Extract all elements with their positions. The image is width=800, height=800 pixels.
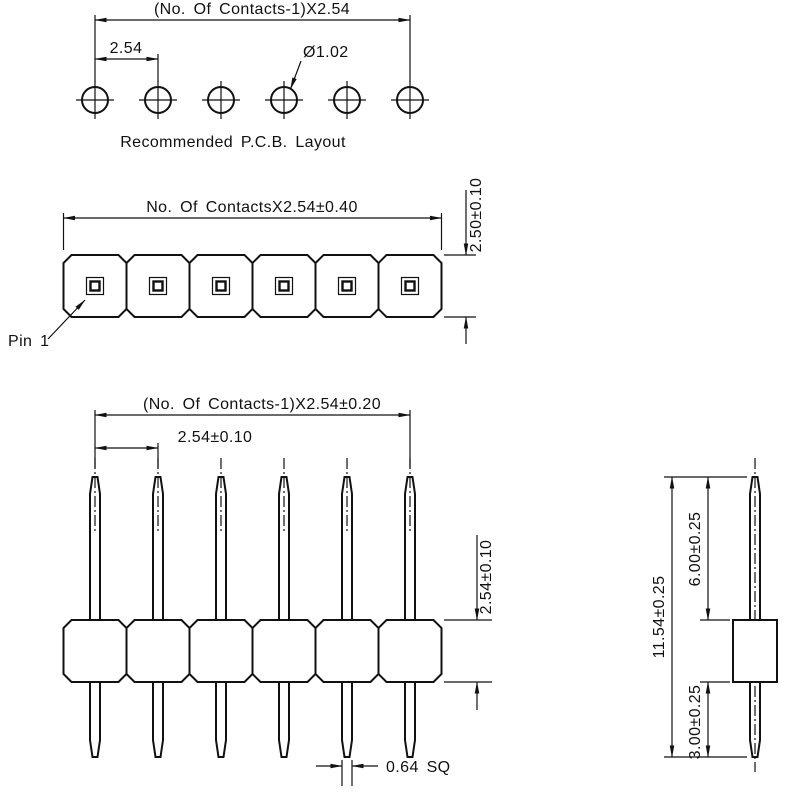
pcb-hole: [202, 81, 240, 119]
pin-shoulder-square: [148, 276, 168, 296]
housing-segment-top: [314, 254, 380, 318]
segment-outline: [251, 254, 317, 318]
pin: [278, 458, 290, 758]
pin-lower: [215, 681, 227, 758]
pcb-hole: [391, 81, 429, 119]
segment-outline: [188, 254, 254, 318]
dimension-text: No. Of ContactsX2.54±0.40: [146, 199, 358, 216]
housing-segment-front: [251, 619, 317, 683]
pin-shoulder-square: [85, 276, 105, 296]
pcb-pitch-dimension: 2.54: [94, 40, 159, 82]
pin-square: [215, 280, 227, 292]
pin-square: [278, 280, 290, 292]
hole-circle: [207, 86, 235, 114]
dimension-text: 2.50±0.10: [468, 178, 485, 253]
leader-line: [47, 299, 86, 340]
hole-circle: [144, 86, 172, 114]
housing-segment-top: [188, 254, 254, 318]
pin-lower: [341, 681, 353, 758]
housing-segment-front: [314, 619, 380, 683]
side-lower-pin-dimension: 3.00±0.25: [687, 681, 711, 760]
top-width-dimension: No. Of ContactsX2.54±0.40: [62, 199, 443, 250]
housing-segment-top: [62, 254, 128, 318]
housing-segment-top: [251, 254, 317, 318]
pcb-caption: Recommended P.C.B. Layout: [120, 134, 346, 151]
front-span-dimension: (No. Of Contacts-1)X2.54±0.20: [94, 396, 411, 468]
side-housing: [732, 619, 778, 683]
hole-circle: [333, 86, 361, 114]
segment-outline: [125, 254, 191, 318]
pin-shoulder-square: [337, 276, 357, 296]
pin: [89, 458, 101, 758]
pin1-callout: Pin 1: [8, 299, 86, 350]
segment-outline: [314, 254, 380, 318]
pcb-hole-diameter-callout: Ø1.02: [289, 44, 349, 90]
dimension-text: (No. Of Contacts-1)X2.54±0.20: [143, 396, 381, 413]
dimension-text: 2.54±0.10: [178, 429, 253, 446]
pin-square: [152, 280, 164, 292]
hole-circle: [81, 86, 109, 114]
top-view: No. Of ContactsX2.54±0.40 2.50±0.10 Pin …: [8, 178, 485, 350]
housing-segment-front: [377, 619, 443, 683]
front-view-pins: [89, 458, 416, 758]
dimension-text: 3.00±0.25: [687, 685, 704, 760]
front-housing-height-dimension: 2.54±0.10: [444, 535, 495, 710]
front-view-housing: [62, 619, 443, 683]
pin-shoulder-square: [400, 276, 420, 296]
pin-lower: [278, 681, 290, 758]
dimension-text: Ø1.02: [303, 44, 349, 61]
dimension-text: 11.54±0.25: [651, 576, 668, 659]
pcb-hole-row: [76, 81, 429, 119]
pin: [341, 458, 353, 758]
pin-shoulder-square: [211, 276, 231, 296]
pin: [215, 458, 227, 758]
front-view: (No. Of Contacts-1)X2.54±0.20 2.54±0.10 …: [62, 396, 495, 786]
dimension-text: 2.54: [110, 40, 143, 57]
pcb-span-dimension: (No. Of Contacts-1)X2.54: [94, 1, 411, 82]
pin-lower: [404, 681, 416, 758]
top-depth-dimension: 2.50±0.10: [444, 178, 485, 344]
side-overall-dimension: 11.54±0.25: [651, 476, 675, 758]
leader-line: [289, 60, 302, 90]
dimension-text: 6.00±0.25: [687, 512, 704, 587]
pin-square: [341, 280, 353, 292]
segment-outline: [377, 254, 443, 318]
pin-lower: [152, 681, 164, 758]
dimension-text: 0.64 SQ: [386, 759, 451, 776]
pcb-layout-view: (No. Of Contacts-1)X2.54 2.54 Ø1.02 Reco…: [76, 1, 429, 151]
dimension-text: (No. Of Contacts-1)X2.54: [154, 1, 350, 18]
pin: [152, 458, 164, 758]
pin: [404, 458, 416, 758]
pin-square-dimension: 0.64 SQ: [316, 759, 451, 786]
pcb-hole: [139, 81, 177, 119]
hole-circle: [396, 86, 424, 114]
housing-segment-top: [377, 254, 443, 318]
pcb-hole: [328, 81, 366, 119]
side-view: 11.54±0.25 6.00±0.25 3.00±0.25: [651, 458, 778, 772]
front-pitch-dimension: 2.54±0.10: [94, 429, 253, 468]
top-view-body: [62, 254, 443, 318]
pcb-hole: [76, 81, 114, 119]
pin-shoulder-square: [274, 276, 294, 296]
housing-segment-front: [125, 619, 191, 683]
hole-circle: [270, 86, 298, 114]
housing-segment-front: [188, 619, 254, 683]
segment-outline: [62, 254, 128, 318]
pin-lower: [89, 681, 101, 758]
pin-square: [89, 280, 101, 292]
side-upper-pin-dimension: 6.00±0.25: [687, 476, 711, 621]
dimension-text: 2.54±0.10: [478, 540, 495, 615]
pin-square: [404, 280, 416, 292]
pin1-label: Pin 1: [8, 333, 49, 350]
pcb-hole: [265, 81, 303, 119]
housing-segment-front: [62, 619, 128, 683]
housing-segment-top: [125, 254, 191, 318]
